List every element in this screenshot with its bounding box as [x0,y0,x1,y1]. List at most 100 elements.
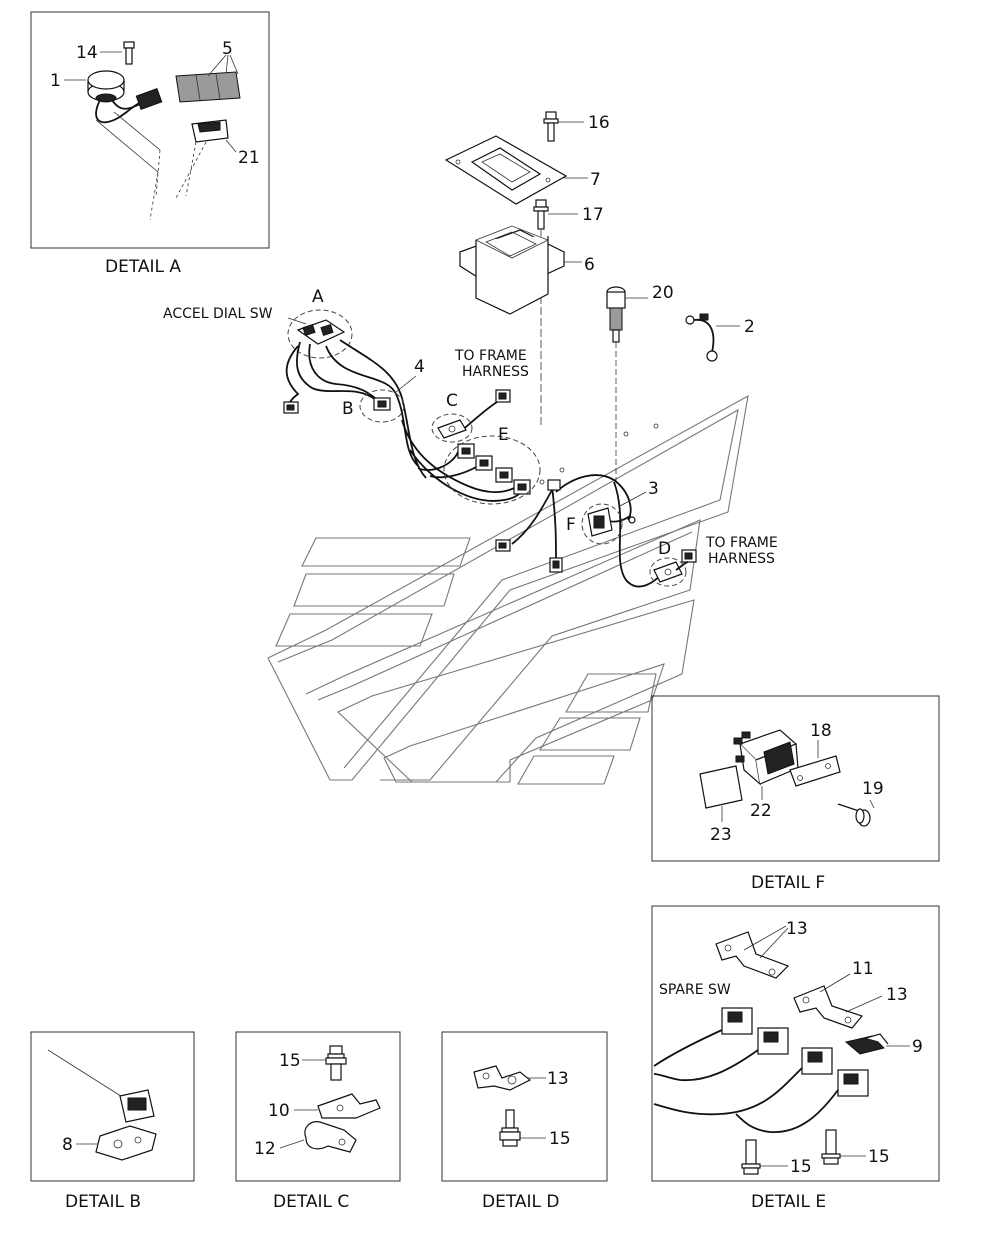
bracket-11 [793,985,864,1029]
callout-letter-c: C [446,391,458,411]
part-number-23: 23 [710,825,732,845]
part-number-13-b: 13 [886,985,908,1005]
bolt-15-right [821,1129,841,1165]
detail-b-panel: 8 DETAIL B [30,1031,195,1212]
part-number-13-d: 13 [547,1069,569,1089]
part-number-20: 20 [652,283,674,303]
switch-20 [606,286,648,482]
part-number-15-e-right: 15 [868,1147,890,1167]
callout-letter-d: D [658,539,671,559]
callout-circle-b [359,389,405,423]
bracket-10 [317,1093,381,1119]
bracket-13-d [473,1065,532,1091]
detail-d-panel: 13 15 DETAIL D [441,1031,608,1212]
console-slot-1 [301,537,471,567]
part-number-10: 10 [268,1101,290,1121]
bolt-14 [100,41,135,65]
clamp-8 [95,1125,157,1161]
part-number-6: 6 [584,255,595,275]
detail-f-panel: 18 19 22 23 DETAIL F [651,695,940,893]
wire-harness-3 [495,474,697,588]
part-number-11: 11 [852,959,874,979]
part-number-19: 19 [862,779,884,799]
detail-a-caption: DETAIL A [105,257,181,277]
bracket-13-top [715,931,790,979]
detail-e-panel: SPARE SW 13 11 13 9 15 15 DETAIL E [651,905,940,1212]
spare-switch-connectors [721,1007,869,1097]
detail-b-caption: DETAIL B [65,1192,141,1212]
detail-c-frame [235,1031,401,1182]
callout-circle-d [649,557,687,587]
to-frame-harness-label-1: TO FRAME [454,348,527,364]
part-number-13-a: 13 [786,919,808,939]
detail-f-frame [651,695,940,862]
part-number-9: 9 [912,1037,923,1057]
part-number-4: 4 [414,357,425,377]
ground-wire-2 [685,313,740,362]
spare-sw-label: SPARE SW [659,982,731,998]
connector-b [119,1089,155,1123]
part-number-7: 7 [590,170,601,190]
accel-dial-knob [87,70,163,221]
detail-f-caption: DETAIL F [751,873,825,893]
part-number-18: 18 [810,721,832,741]
bolt-15-d [499,1109,521,1147]
callout-letter-f: F [566,515,576,535]
part-number-15-d: 15 [549,1129,571,1149]
detail-e-frame [651,905,940,1182]
part-number-1: 1 [50,71,61,91]
label-23 [699,765,743,809]
decal-5 [175,54,241,103]
detail-b-frame [30,1031,195,1182]
part-number-15-c: 15 [279,1051,301,1071]
to-frame-harness-label-2: HARNESS [462,364,529,380]
console-slot-6 [517,755,615,785]
detail-c-panel: 15 10 12 DETAIL C [235,1031,401,1212]
to-frame-harness-label-4: HARNESS [708,551,775,567]
part-number-22: 22 [750,801,772,821]
to-frame-harness-label-3: TO FRAME [705,535,778,551]
console-outline [267,394,749,785]
switch-21 [175,119,237,199]
console-slot-2 [293,573,455,607]
console-slot-4 [565,673,657,713]
cover-plate-7 [444,135,588,205]
detail-a-frame [30,11,270,249]
callout-letter-a: A [312,287,324,307]
detail-d-caption: DETAIL D [482,1192,560,1212]
part-number-15-e-left: 15 [790,1157,812,1177]
callout-circle-c [431,413,473,443]
console-slot-5 [539,717,641,751]
part-number-8: 8 [62,1135,73,1155]
callout-circle-a [287,309,353,359]
detail-c-caption: DETAIL C [273,1192,349,1212]
accel-dial-sw-label: ACCEL DIAL SW [163,306,273,322]
clip-9 [844,1035,885,1055]
part-number-5: 5 [222,39,233,59]
callout-circle-e [443,435,541,505]
bolt-16 [543,111,584,142]
boot-6 [458,225,582,315]
part-number-2: 2 [744,317,755,337]
part-number-3: 3 [648,479,659,499]
part-number-12: 12 [254,1139,276,1159]
callout-letter-e: E [498,425,509,445]
callout-letter-b: B [342,399,354,419]
bolt-15-c [325,1045,347,1081]
part-number-21: 21 [238,148,260,168]
part-number-17: 17 [582,205,604,225]
callout-circle-f [581,503,623,545]
part-number-16: 16 [588,113,610,133]
detail-d-frame [441,1031,608,1182]
bolt-17 [533,199,578,428]
clamp-12 [304,1121,357,1153]
console-slot-3 [275,613,433,647]
detail-a-panel: 14 1 5 21 DETAIL A [30,11,270,277]
rocker-switch-22 [733,729,799,800]
bolt-15-left [741,1139,761,1175]
part-number-14: 14 [76,43,98,63]
bolt-19 [837,799,875,827]
wire-harness-4 [283,309,541,505]
detail-e-caption: DETAIL E [751,1192,826,1212]
